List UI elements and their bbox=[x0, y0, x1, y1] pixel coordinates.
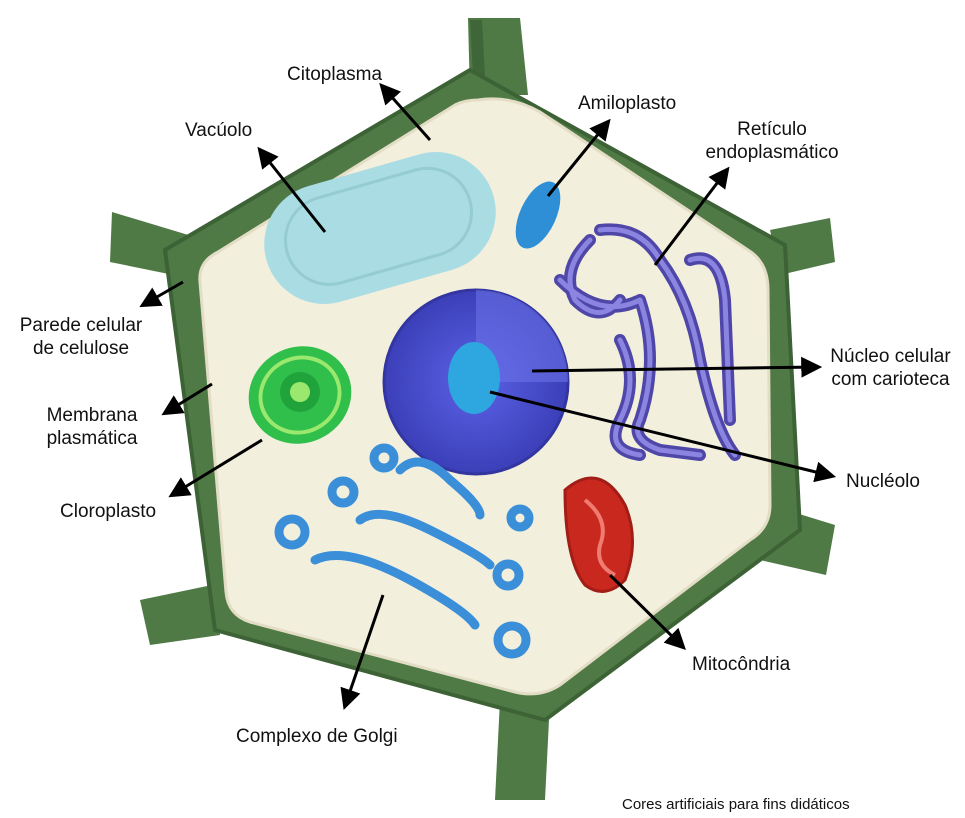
label-parede-line1: Parede celular bbox=[6, 314, 156, 337]
label-nucleo-line1: Núcleo celular bbox=[818, 345, 963, 368]
label-parede-line2: de celulose bbox=[6, 337, 156, 360]
nucleolus bbox=[448, 342, 500, 414]
label-reticulo-line1: Retículo bbox=[702, 118, 842, 141]
label-amiloplasto: Amiloplasto bbox=[578, 92, 676, 115]
label-vacuolo: Vacúolo bbox=[185, 119, 252, 142]
label-reticulo: Retículo endoplasmático bbox=[702, 118, 842, 164]
label-membrana-line1: Membrana bbox=[22, 404, 162, 427]
label-mitocondria: Mitocôndria bbox=[692, 653, 790, 676]
label-nucleolo: Nucléolo bbox=[846, 470, 920, 493]
label-membrana-line2: plasmática bbox=[22, 427, 162, 450]
label-golgi: Complexo de Golgi bbox=[236, 725, 398, 748]
label-cloroplasto: Cloroplasto bbox=[60, 500, 156, 523]
label-citoplasma: Citoplasma bbox=[287, 63, 382, 86]
footnote: Cores artificiais para fins didáticos bbox=[622, 796, 850, 813]
label-membrana: Membrana plasmática bbox=[22, 404, 162, 450]
label-parede: Parede celular de celulose bbox=[6, 314, 156, 360]
label-nucleo: Núcleo celular com carioteca bbox=[818, 345, 963, 391]
label-nucleo-line2: com carioteca bbox=[818, 368, 963, 391]
label-reticulo-line2: endoplasmático bbox=[702, 141, 842, 164]
